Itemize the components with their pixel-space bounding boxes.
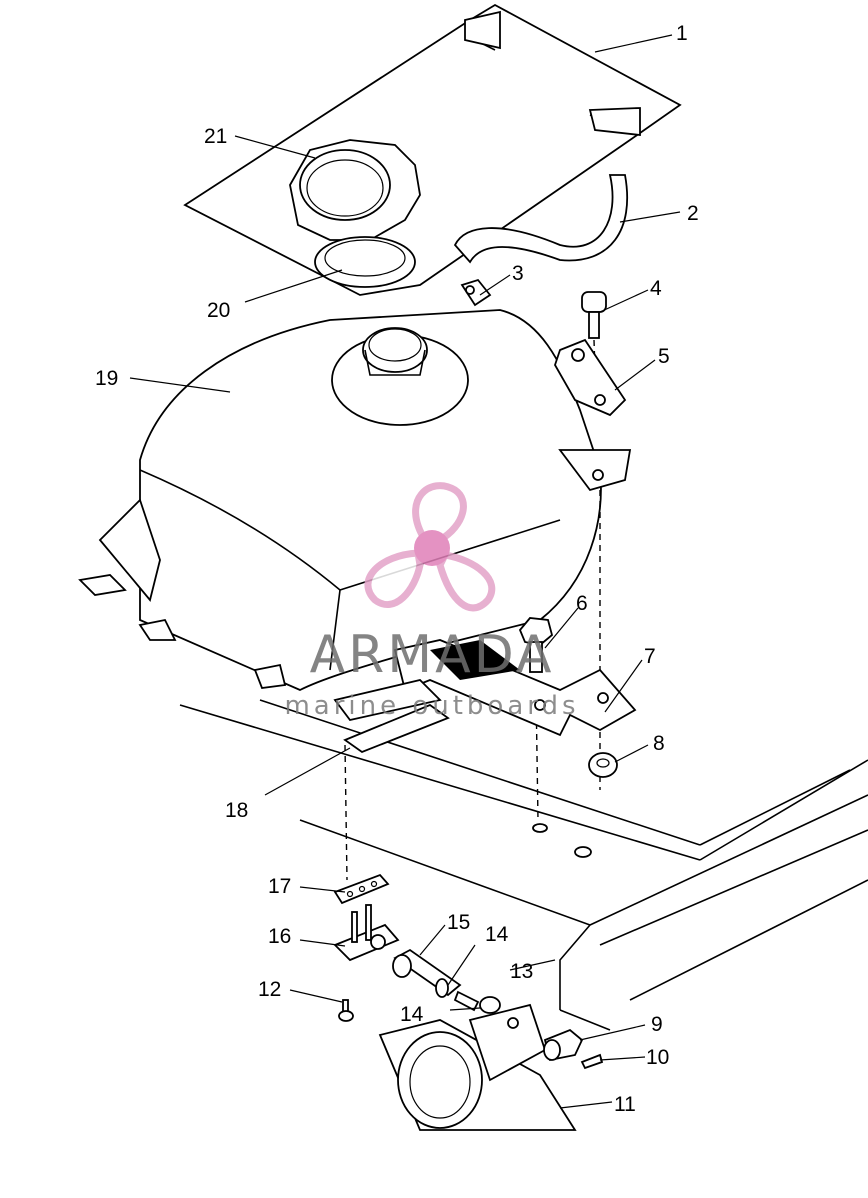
callout-17: 17	[268, 875, 291, 898]
handlebar-11	[378, 1003, 577, 1131]
callout-19: 19	[95, 367, 118, 390]
callout-7: 7	[644, 645, 656, 668]
frame	[179, 699, 868, 1031]
bracket-5	[554, 338, 627, 417]
propeller-blade-left	[364, 549, 424, 608]
bolt-4	[581, 291, 607, 401]
callout-13: 13	[510, 960, 533, 983]
fuel-cap	[289, 139, 421, 241]
leader-lines	[129, 34, 681, 1109]
callout-10: 10	[646, 1046, 669, 1069]
screw-10	[580, 1053, 604, 1070]
callout-1: 1	[676, 22, 688, 45]
callout-2: 2	[687, 202, 699, 225]
pad-18	[333, 679, 450, 754]
seat-pad	[183, 3, 682, 296]
strap-bracket-7	[393, 639, 637, 737]
shaft-15	[392, 948, 462, 997]
propeller-hub	[414, 530, 450, 566]
fuel-valve-16	[333, 904, 400, 962]
callout-14-upper: 14	[485, 923, 509, 946]
callout-20: 20	[207, 299, 230, 322]
callout-8: 8	[653, 732, 665, 755]
knob-9	[543, 1028, 584, 1062]
watermark-logo	[364, 482, 496, 612]
callout-11: 11	[614, 1093, 636, 1116]
watermark-brand: ARMADA	[310, 625, 555, 685]
guide-line-left	[344, 744, 348, 881]
callout-labels: 1 2 3 4 5 6 7 8 9 10 11 12 13 14 14 15 1…	[95, 22, 699, 1116]
callout-3: 3	[512, 262, 524, 285]
vent-hose	[453, 174, 629, 264]
washer-14	[435, 978, 501, 1014]
vent-fitting	[460, 278, 492, 307]
callout-14-lower: 14	[400, 1003, 424, 1026]
callout-12: 12	[258, 978, 281, 1001]
callout-15: 15	[447, 911, 470, 934]
callout-6: 6	[576, 592, 588, 615]
callout-9: 9	[651, 1013, 663, 1036]
nut-8	[588, 752, 618, 778]
watermark-tagline: marine outboards	[284, 691, 579, 721]
propeller-blade-top	[412, 482, 467, 544]
gasket-ring	[314, 236, 416, 288]
callout-5: 5	[658, 345, 670, 368]
plate-17	[333, 873, 390, 905]
callout-4: 4	[650, 277, 662, 300]
propeller-blade-right	[436, 551, 496, 612]
screw-12	[338, 999, 354, 1022]
callout-21: 21	[204, 125, 227, 148]
callout-18: 18	[225, 799, 248, 822]
bolt-6	[518, 617, 554, 821]
callout-16: 16	[268, 925, 291, 948]
